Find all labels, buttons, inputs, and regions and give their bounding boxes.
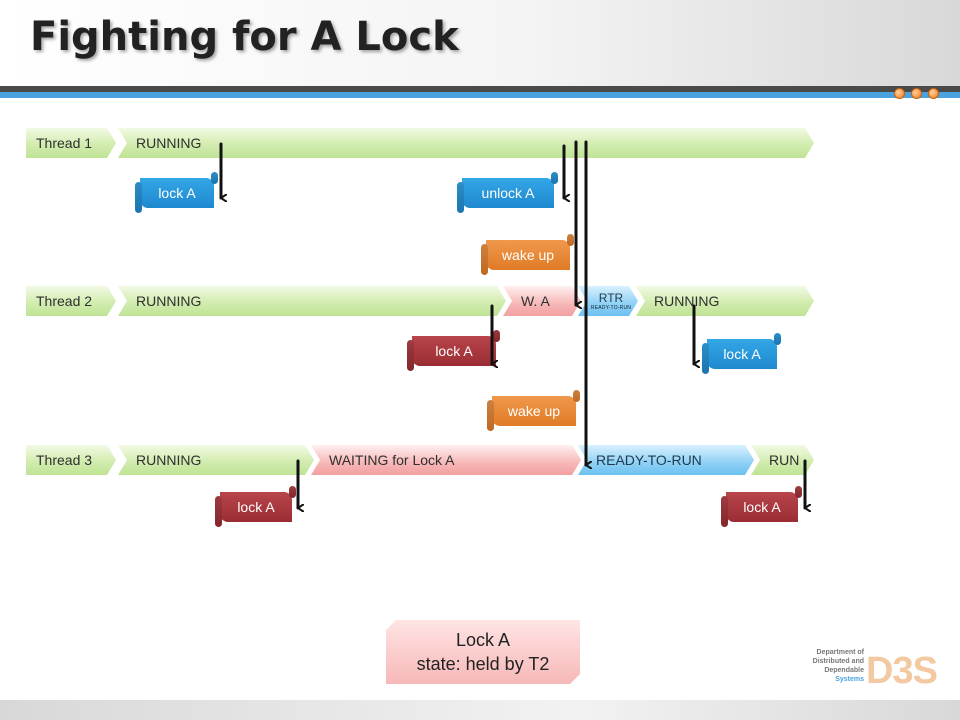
event-label: wake up [507,403,561,419]
wake-up-event-1: wake up [486,240,570,270]
event-label: lock A [743,499,781,515]
state-sublabel: READY-TO-RUN [590,304,632,311]
state-label: W. A [521,293,550,309]
event-label: lock A [158,185,196,201]
event-label: lock A [237,499,275,515]
logo-line: Dependable [824,667,864,674]
state-label: RUNNING [136,135,202,151]
thread-2-state-running-2: RUNNING [636,286,814,316]
title-background [0,0,960,86]
decorative-dots [894,86,945,99]
state-label: RTR [598,290,624,305]
state-label: RUNNING [136,452,202,468]
thread-2-lock-a-event: lock A [412,336,496,366]
thread-2-label: Thread 2 [26,286,116,316]
thread-3-state-running-2: RUN [751,445,814,475]
event-label: lock A [723,346,761,362]
thread-3-lock-a-event-2: lock A [726,492,798,522]
event-label: unlock A [481,185,535,201]
footer-band [0,700,960,720]
thread-3-lock-a-event: lock A [220,492,292,522]
event-label: wake up [501,247,555,263]
thread-2-state-ready: RTR READY-TO-RUN [578,286,638,316]
thread-2-state-waiting: W. A [503,286,581,316]
wake-up-event-2: wake up [492,396,576,426]
lock-state-title: Lock A [455,629,511,650]
thread-3-state-running: RUNNING [118,445,314,475]
event-label: lock A [435,343,473,359]
dot-icon [928,88,939,99]
thread-1-state-running: RUNNING [118,128,814,158]
title-rule [0,86,960,92]
thread-2-state-running: RUNNING [118,286,506,316]
state-label: RUNNING [654,293,720,309]
thread-1-name: Thread 1 [36,135,93,151]
logo-line: Distributed and [812,658,864,665]
title-rule-accent [0,92,960,98]
slide-title: Fighting for A Lock [30,14,459,60]
logo-line: Department of [816,649,864,656]
thread-1-lock-a-event: lock A [140,178,214,208]
thread-3-label: Thread 3 [26,445,116,475]
thread-3-state-ready: READY-TO-RUN [578,445,754,475]
dot-icon [894,88,905,99]
lock-state-box: Lock A state: held by T2 [386,620,580,684]
logo-letters: D3S [866,650,938,692]
thread-3-name: Thread 3 [36,452,93,468]
thread-1-unlock-a-event: unlock A [462,178,554,208]
logo-text: Department of Distributed and Dependable… [786,648,864,684]
thread-3-state-waiting: WAITING for Lock A [311,445,581,475]
state-label: WAITING for Lock A [329,452,455,468]
thread-2-lock-a-event-2: lock A [707,339,777,369]
logo-line: Systems [835,676,864,683]
state-label: RUNNING [136,293,202,309]
lock-state-holder: state: held by T2 [416,654,550,674]
thread-2-name: Thread 2 [36,293,93,309]
dot-icon [911,88,922,99]
d3s-logo: Department of Distributed and Dependable… [786,648,956,694]
state-label: RUN [769,452,800,468]
thread-1-label: Thread 1 [26,128,116,158]
state-label: READY-TO-RUN [596,452,702,468]
